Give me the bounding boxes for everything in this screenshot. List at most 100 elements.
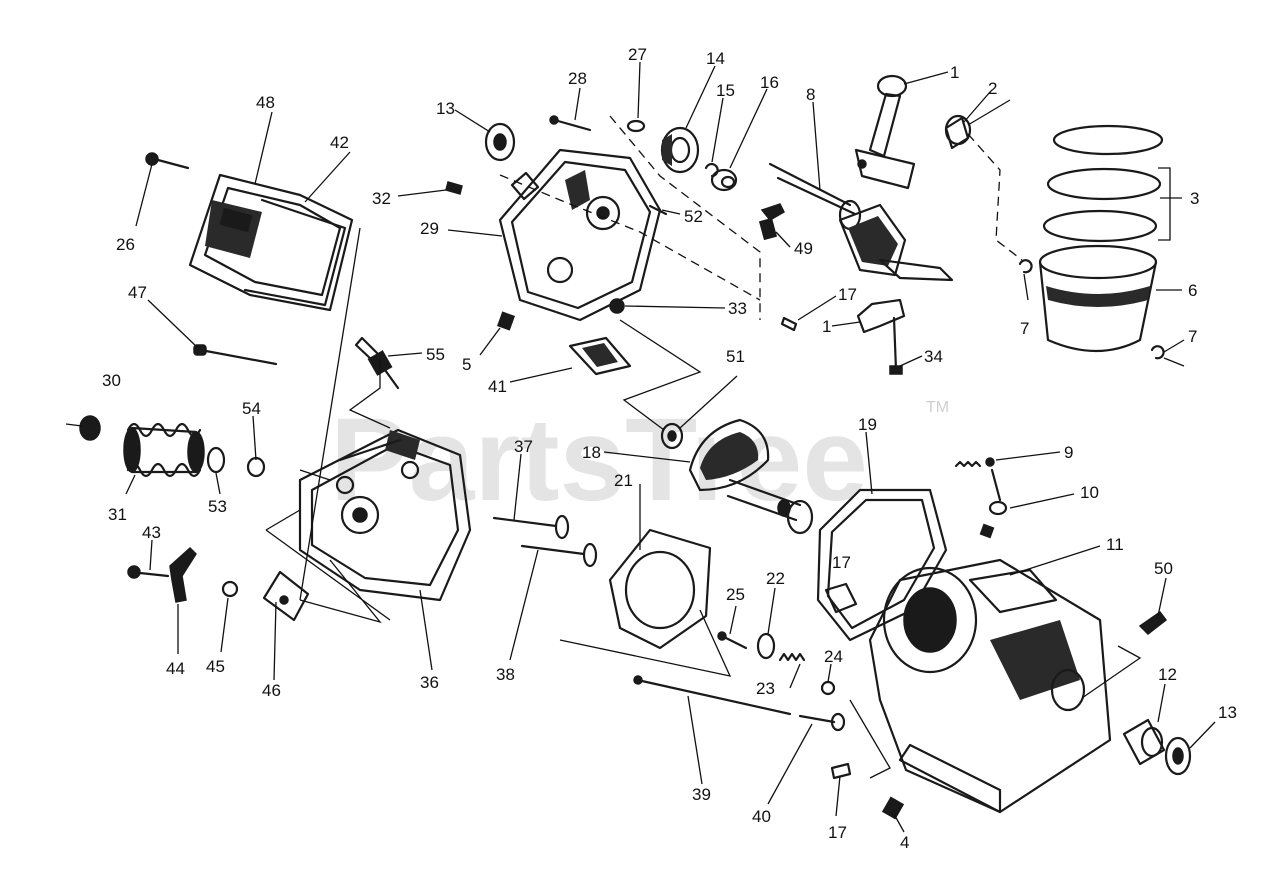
- part-1-rod-cap: [856, 298, 906, 375]
- callout-23: 23: [756, 679, 775, 698]
- callout-17: 17: [838, 285, 857, 304]
- part-44-rocker-arm: [169, 546, 197, 603]
- callout-38: 38: [496, 665, 515, 684]
- part-11-crankcase: [868, 558, 1112, 814]
- part-4-drain-plug: [881, 796, 905, 820]
- callout-6: 6: [1188, 281, 1197, 300]
- part-22-washer: [756, 632, 776, 660]
- part-3-piston-rings: [1042, 124, 1164, 243]
- callout-25: 25: [726, 585, 745, 604]
- callout-26: 26: [116, 235, 135, 254]
- callout-29: 29: [420, 219, 439, 238]
- callout-43: 43: [142, 523, 161, 542]
- part-28-bolt: [549, 115, 592, 132]
- part-13-oil-seal-lower: [1164, 736, 1192, 776]
- callout-55: 55: [426, 345, 445, 364]
- part-12-bushing: [1122, 718, 1166, 766]
- callout-17: 17: [832, 553, 851, 572]
- callout-51: 51: [726, 347, 745, 366]
- part-52-pin: [648, 204, 668, 216]
- part-29-crankcase-cover: [498, 148, 662, 322]
- part-24-ball: [820, 680, 836, 696]
- callout-21: 21: [614, 471, 633, 490]
- callout-40: 40: [752, 807, 771, 826]
- callout-31: 31: [108, 505, 127, 524]
- leader-lines: [125, 61, 1216, 833]
- callout-5: 5: [462, 355, 471, 374]
- part-47-pushrod: [193, 344, 278, 366]
- part-2-piston-pin: [944, 114, 972, 150]
- part-7-clip-left: [1018, 259, 1033, 274]
- part-30-spring-retainer: [65, 415, 101, 441]
- part-1-connecting-rod: [854, 74, 916, 190]
- callout-47: 47: [128, 283, 147, 302]
- part-14-bearing: [660, 126, 700, 174]
- callout-22: 22: [766, 569, 785, 588]
- callout-8: 8: [806, 85, 815, 104]
- callout-1: 1: [822, 317, 831, 336]
- callout-19: 19: [858, 415, 877, 434]
- part-55-spark-plug: [354, 336, 400, 390]
- callout-13: 13: [1218, 703, 1237, 722]
- part-37-intake-valve: [492, 514, 570, 540]
- part-8-crankshaft: [768, 162, 954, 282]
- callout-45: 45: [206, 657, 225, 676]
- assembly-lines: [265, 115, 1142, 779]
- callout-46: 46: [262, 681, 281, 700]
- callout-32: 32: [372, 189, 391, 208]
- part-36-cylinder-head: [298, 428, 472, 602]
- part-43-bolt: [127, 565, 170, 579]
- callout-44: 44: [166, 659, 185, 678]
- callout-39: 39: [692, 785, 711, 804]
- callout-7: 7: [1188, 327, 1197, 346]
- callout-7: 7: [1020, 319, 1029, 338]
- part-42-gasket: [243, 198, 347, 307]
- callout-48: 48: [256, 93, 275, 112]
- part-10-governor-arm: [979, 468, 1008, 539]
- part-5-plug: [497, 311, 515, 331]
- callout-labels: 1 1 2 3 4 5 6 7 7 8 9 10 11 12 13 13 14 …: [102, 45, 1237, 852]
- callout-42: 42: [330, 133, 349, 152]
- part-26-screw: [145, 152, 190, 170]
- part-48-valve-cover: [188, 173, 354, 312]
- callout-12: 12: [1158, 665, 1177, 684]
- part-32-dowel: [445, 181, 463, 195]
- callout-54: 54: [242, 399, 261, 418]
- callout-13: 13: [436, 99, 455, 118]
- callout-27: 27: [628, 45, 647, 64]
- callout-10: 10: [1080, 483, 1099, 502]
- part-46-guide-plate: [262, 570, 310, 622]
- part-13-oil-seal-upper: [484, 122, 516, 162]
- callout-37: 37: [514, 437, 533, 456]
- callout-53: 53: [208, 497, 227, 516]
- callout-50: 50: [1154, 559, 1173, 578]
- callout-28: 28: [568, 69, 587, 88]
- callout-14: 14: [706, 49, 725, 68]
- callout-52: 52: [684, 207, 703, 226]
- callout-11: 11: [1106, 535, 1124, 554]
- part-9-spring: [954, 457, 995, 468]
- part-17-dowel-bottom: [830, 762, 852, 780]
- callout-17: 17: [828, 823, 847, 842]
- callout-34: 34: [924, 347, 943, 366]
- callout-1: 1: [950, 63, 959, 82]
- part-6-piston: [1038, 244, 1158, 353]
- part-33-fitting: [609, 298, 625, 314]
- callout-41: 41: [488, 377, 507, 396]
- part-23-spring: [778, 652, 806, 662]
- part-18-camshaft: [688, 418, 814, 535]
- callout-4: 4: [900, 833, 909, 852]
- part-54-valve-seal: [246, 456, 266, 478]
- callout-16: 16: [760, 73, 779, 92]
- callout-3: 3: [1190, 189, 1199, 208]
- part-25-bolt: [717, 631, 748, 650]
- part-17-dowel-top: [780, 316, 798, 332]
- callout-49: 49: [794, 239, 813, 258]
- part-39-head-bolt: [633, 675, 792, 716]
- callout-2: 2: [988, 79, 997, 98]
- part-45-nut: [221, 580, 239, 598]
- watermark-trademark: TM: [926, 399, 949, 416]
- part-49-governor-bolt: [758, 203, 785, 241]
- part-41-breather: [568, 336, 632, 376]
- callout-18: 18: [582, 443, 601, 462]
